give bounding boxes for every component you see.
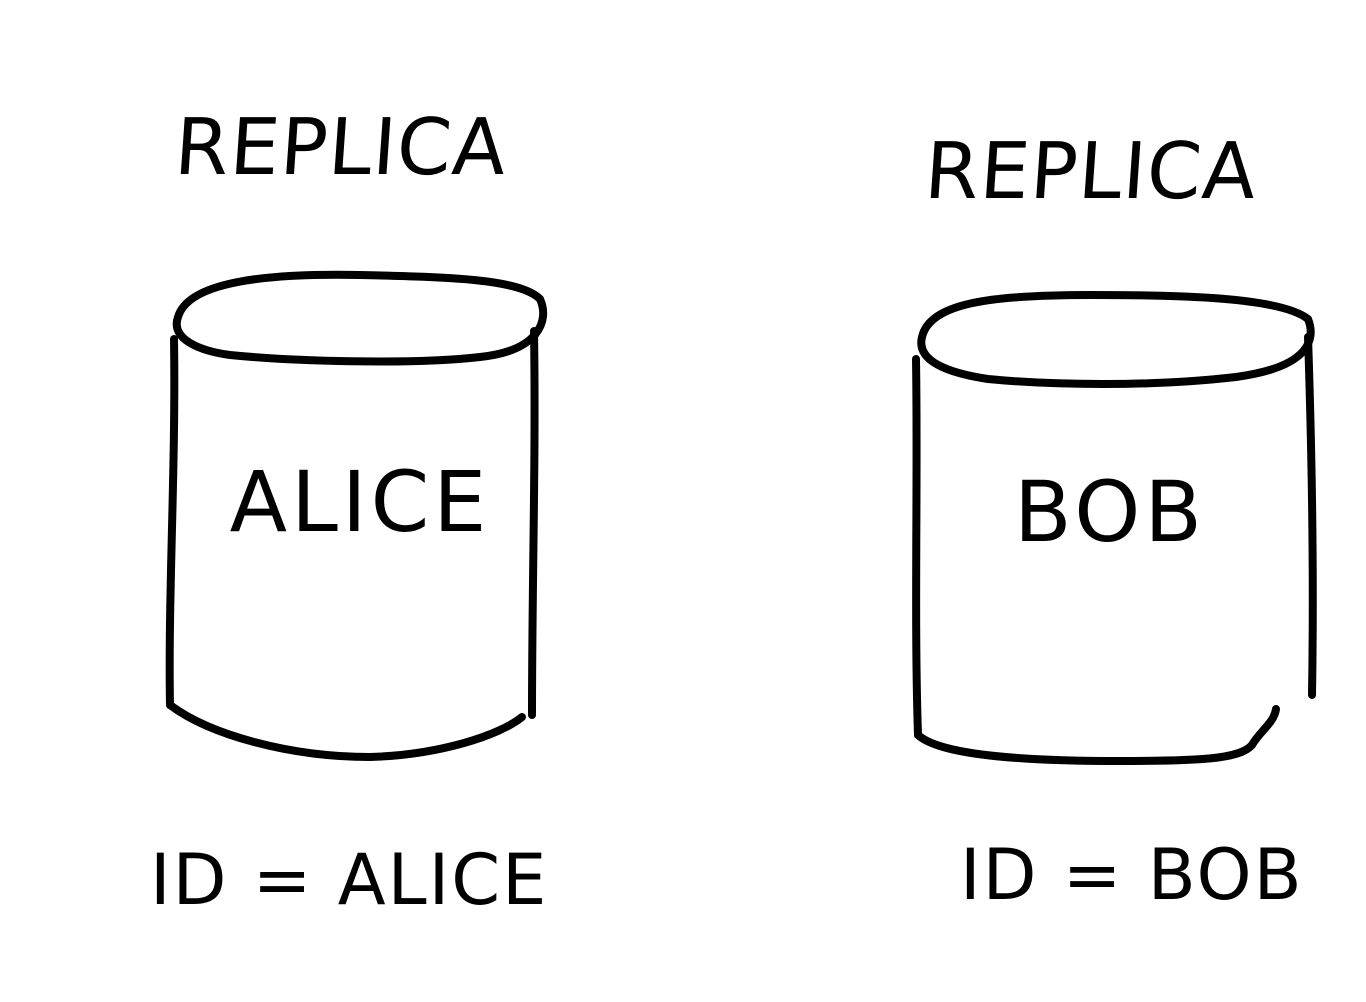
replica-title: REPLICA	[921, 127, 1260, 217]
replica-title: REPLICA	[171, 103, 510, 193]
database-cylinder-alice: ALICE	[150, 265, 570, 785]
replica-name-label: ALICE	[229, 453, 491, 551]
database-cylinder-bob: BOB	[900, 275, 1320, 795]
replica-name-label: BOB	[1014, 463, 1206, 561]
replica-id-label: ID = ALICE	[150, 839, 549, 921]
replica-node-alice: REPLICA ALICE ID = ALICE	[110, 85, 630, 985]
replica-id-label: ID = BOB	[960, 834, 1304, 916]
replica-node-bob: REPLICA BOB ID = BOB	[860, 95, 1366, 995]
cylinder-icon	[912, 291, 1317, 766]
cylinder-icon	[165, 270, 548, 762]
